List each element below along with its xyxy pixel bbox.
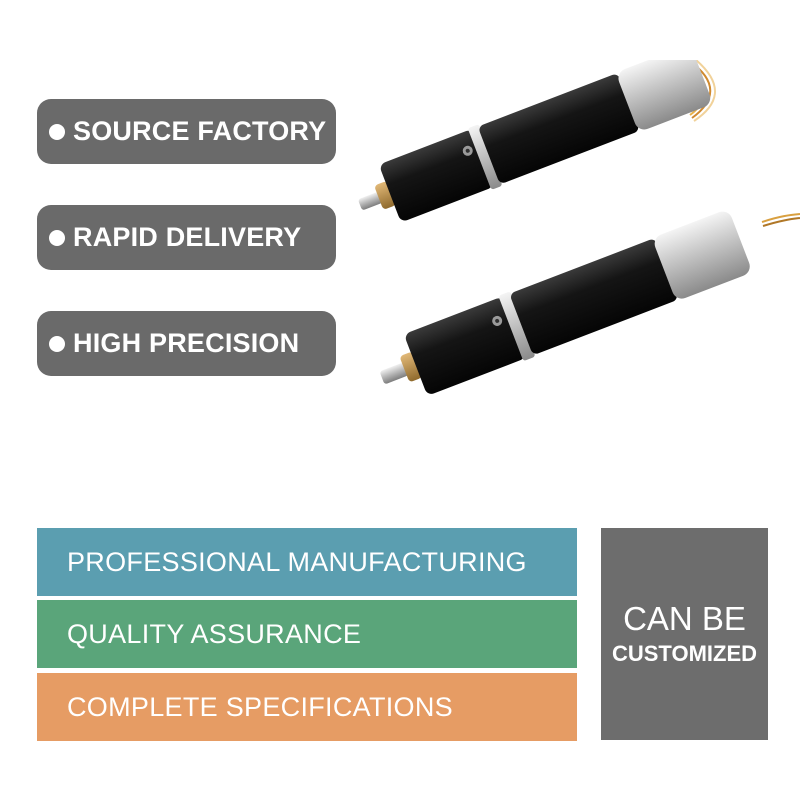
feature-label: RAPID DELIVERY [73, 222, 302, 252]
gear-motor-front [380, 211, 750, 394]
customizable-box: CAN BE CUSTOMIZED [601, 528, 768, 740]
gear-motors-image [358, 60, 800, 394]
feature-badge-high-precision: HIGH PRECISION [37, 311, 336, 376]
band-label: COMPLETE SPECIFICATIONS [67, 691, 453, 722]
customize-line2: CUSTOMIZED [611, 641, 758, 666]
band-label: QUALITY ASSURANCE [67, 618, 362, 649]
feature-label: HIGH PRECISION [73, 328, 300, 358]
gear-motor-back [358, 60, 711, 221]
band-quality-assurance: QUALITY ASSURANCE [37, 600, 577, 668]
feature-badge-source-factory: SOURCE FACTORY [37, 99, 336, 164]
bullet-dot-icon [49, 123, 65, 140]
bullet-dot-icon [49, 335, 65, 352]
bullet-dot-icon [49, 229, 65, 246]
customize-line1: CAN BE [623, 600, 746, 637]
band-complete-specifications: COMPLETE SPECIFICATIONS [37, 673, 577, 741]
feature-badge-rapid-delivery: RAPID DELIVERY [37, 205, 336, 270]
feature-label: SOURCE FACTORY [73, 116, 327, 146]
band-label: PROFESSIONAL MANUFACTURING [67, 546, 527, 577]
band-professional-manufacturing: PROFESSIONAL MANUFACTURING [37, 528, 577, 596]
wires-front [761, 213, 800, 227]
